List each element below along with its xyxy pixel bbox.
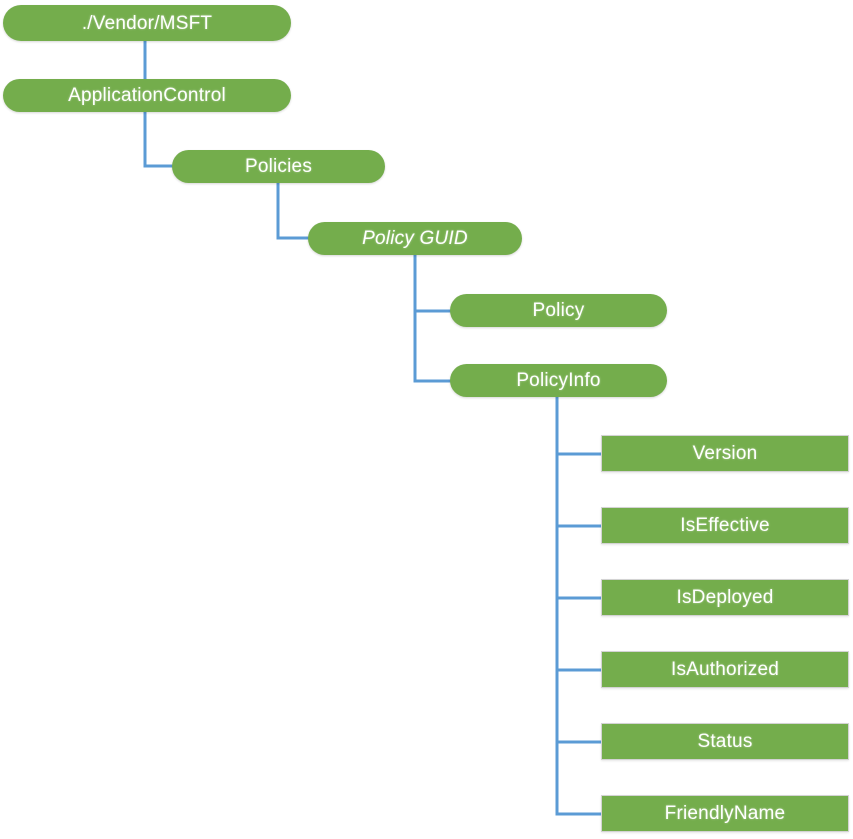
connector-policy-info-to-status [555, 395, 603, 744]
node-label: Status [697, 731, 753, 752]
node-label: PolicyInfo [516, 370, 601, 391]
node-is-authorized[interactable]: IsAuthorized [601, 651, 849, 688]
connector-policy-info-to-is-authorized [555, 395, 603, 672]
connector-policy-info-to-friendly-name [555, 395, 603, 816]
connector-policy-info-to-is-deployed [555, 395, 603, 600]
node-label: FriendlyName [664, 803, 786, 824]
node-label: Version [692, 443, 758, 464]
node-label: Policies [244, 156, 313, 177]
connector-policy-guid-to-policy-info [413, 253, 456, 383]
node-is-effective[interactable]: IsEffective [601, 507, 849, 544]
node-friendly-name[interactable]: FriendlyName [601, 795, 849, 832]
connector-policies-to-policy-guid [276, 181, 314, 240]
node-label: IsDeployed [676, 587, 774, 608]
node-policy-guid[interactable]: Policy GUID [308, 222, 522, 255]
node-policy-info[interactable]: PolicyInfo [450, 364, 667, 397]
node-policies[interactable]: Policies [172, 150, 385, 183]
node-application-control[interactable]: ApplicationControl [3, 79, 291, 112]
connector-policy-info-to-is-effective [555, 395, 603, 528]
node-vendor-msft[interactable]: ./Vendor/MSFT [3, 5, 291, 41]
node-label: IsEffective [680, 515, 770, 536]
node-label: Policy [532, 300, 585, 321]
node-label: ./Vendor/MSFT [81, 12, 213, 34]
node-version[interactable]: Version [601, 435, 849, 472]
connector-application-control-to-policies [143, 110, 178, 168]
node-label: IsAuthorized [670, 659, 779, 680]
node-is-deployed[interactable]: IsDeployed [601, 579, 849, 616]
node-label: Policy GUID [362, 228, 468, 249]
connector-policy-info-to-version [555, 395, 603, 456]
node-policy[interactable]: Policy [450, 294, 667, 327]
connector-policy-guid-to-policy [413, 253, 456, 313]
node-label: ApplicationControl [68, 85, 226, 106]
node-status[interactable]: Status [601, 723, 849, 760]
